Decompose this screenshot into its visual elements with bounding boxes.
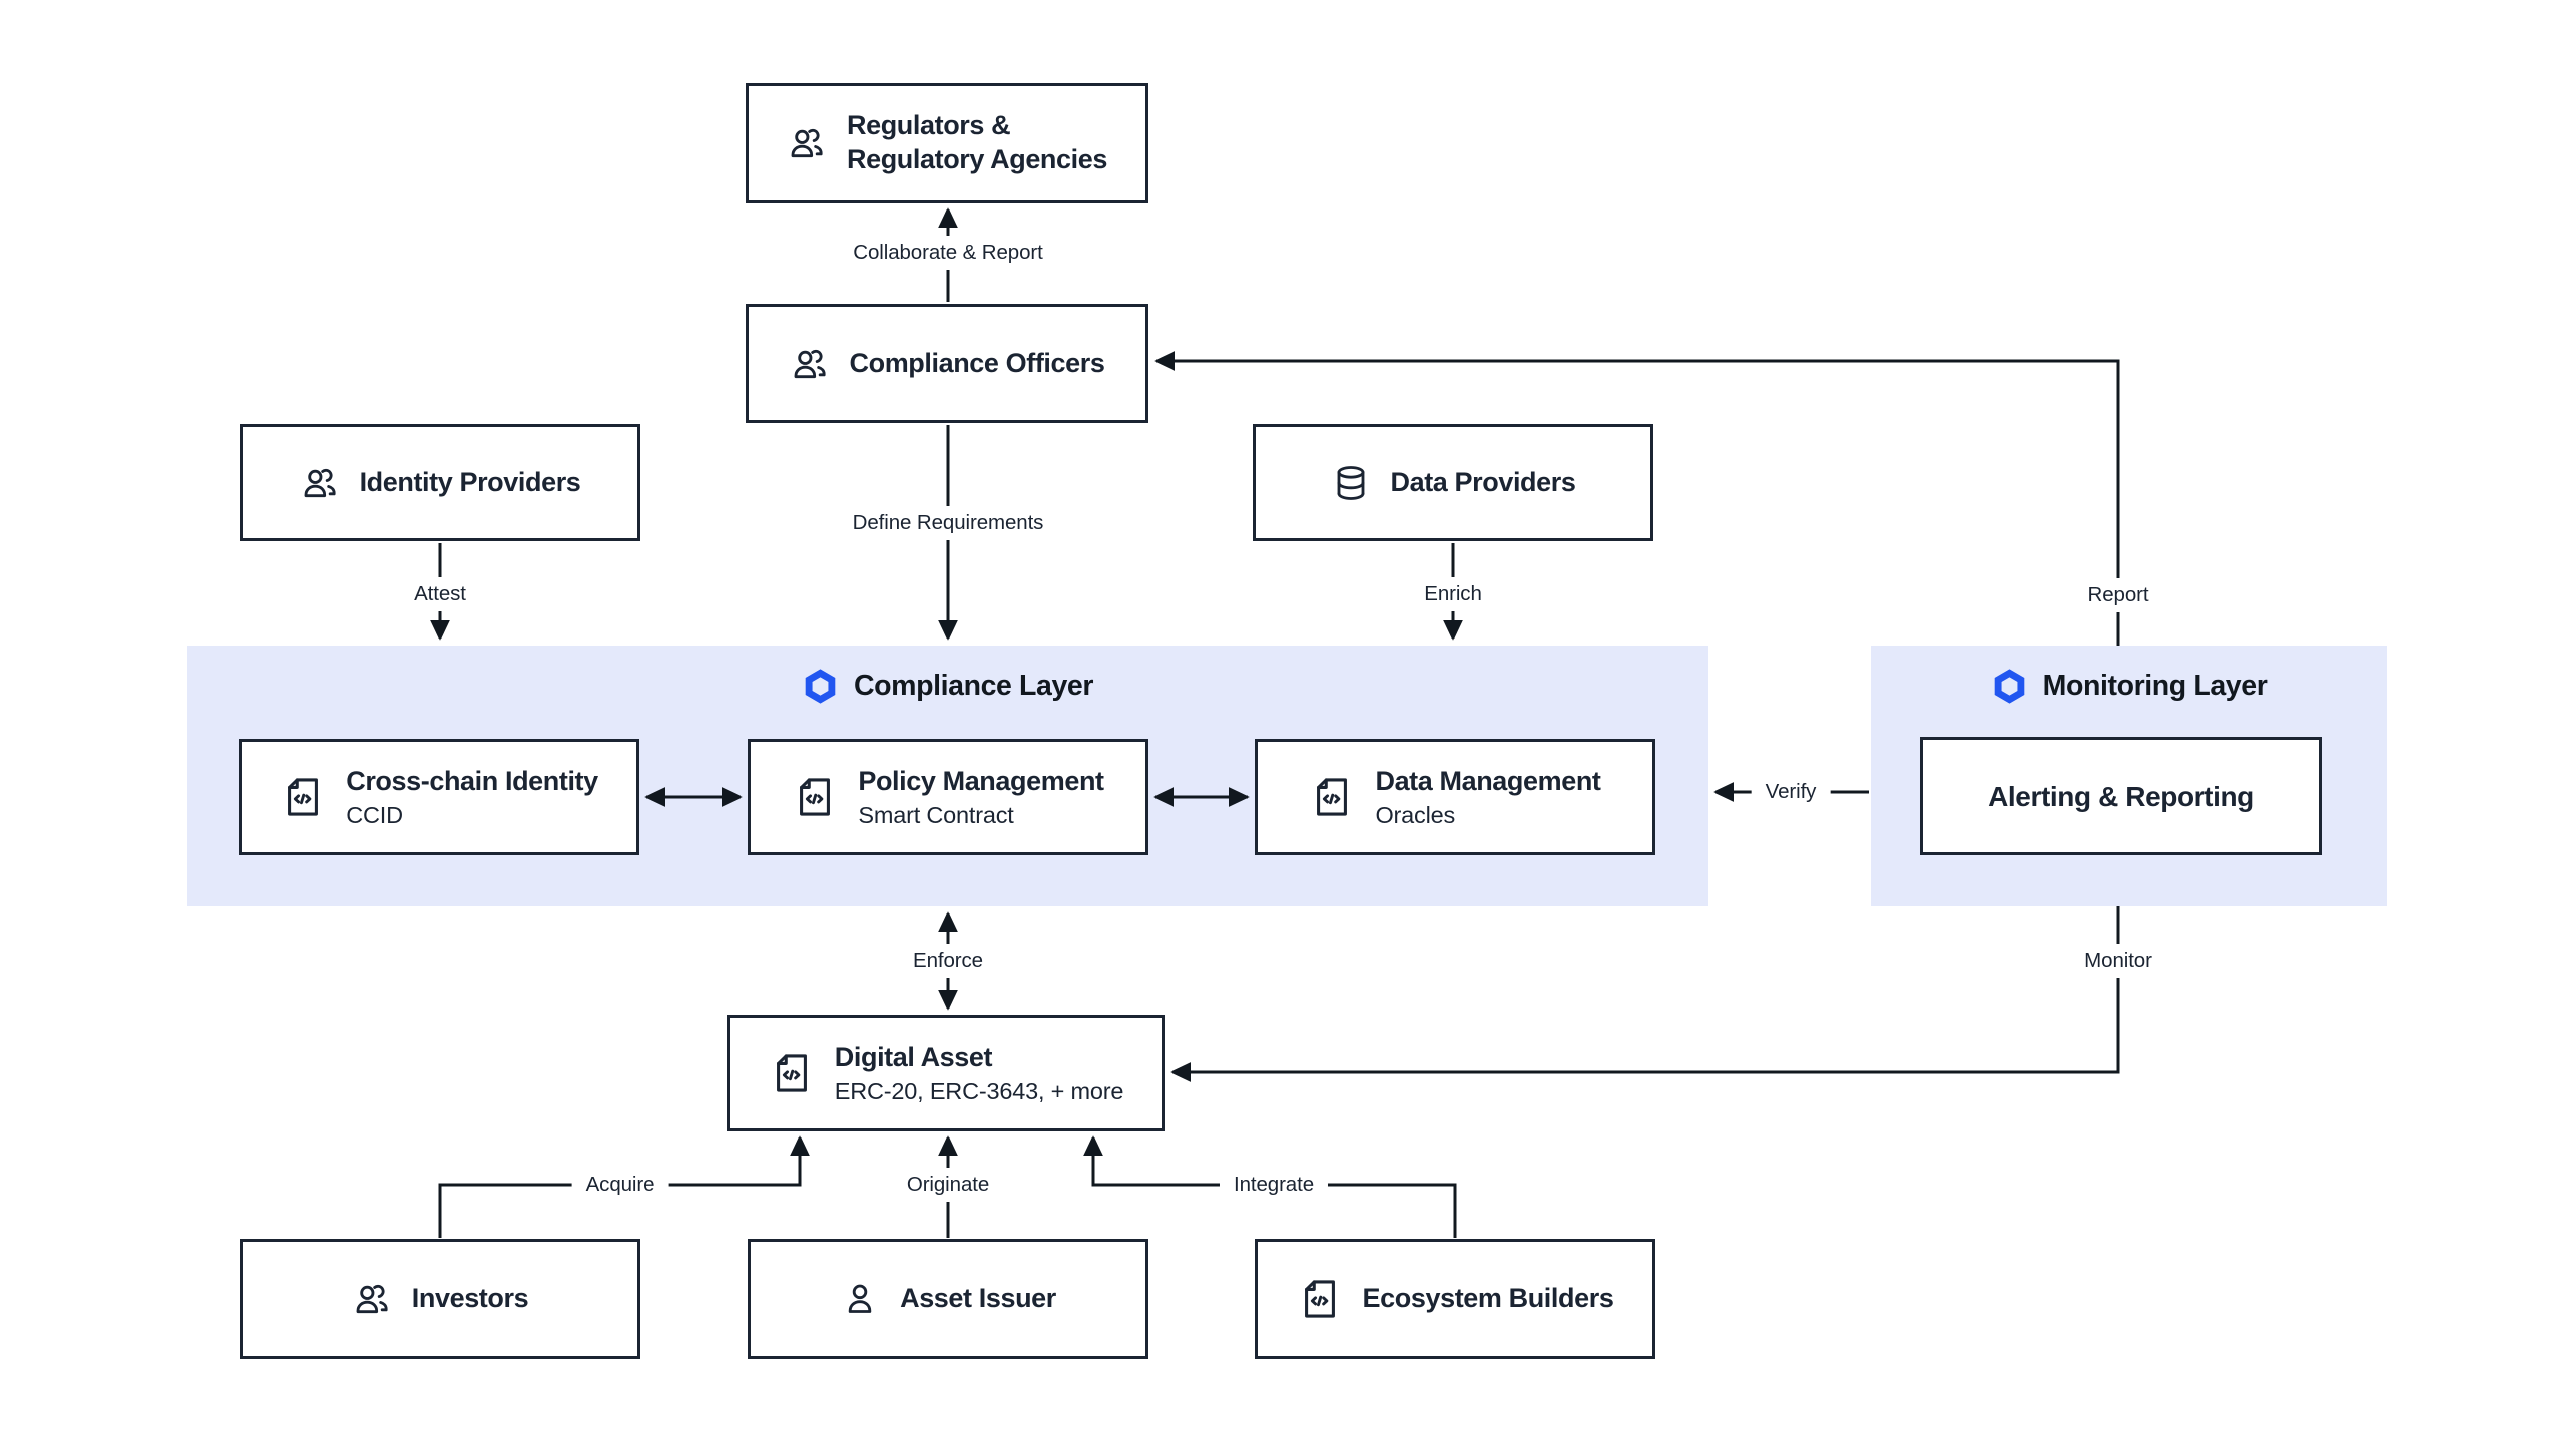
monitoring-layer-header: Monitoring Layer [1871,668,2387,705]
chainlink-hexagon-icon [1991,668,2028,705]
edge-label-enrich: Enrich [1410,577,1496,611]
node-title: Data Providers [1390,466,1576,497]
chainlink-hexagon-icon [802,668,839,705]
users-icon [790,344,830,384]
node-title: Digital Asset [834,1042,993,1073]
users-icon [300,463,340,503]
node-title: Asset Issuer [900,1283,1056,1314]
users-icon [787,123,827,163]
node-subtitle: Smart Contract [858,801,1014,828]
users-icon [352,1279,392,1319]
node-data-management: Data Management Oracles [1255,739,1655,855]
node-title: Compliance Officers [849,347,1105,378]
monitoring-layer-title: Monitoring Layer [2042,670,2268,702]
node-title: Data Management [1375,766,1601,797]
edge-label-verify: Verify [1751,775,1831,809]
edge-report [1154,351,2120,646]
node-regulators: Regulators & Regulatory Agencies [746,83,1148,203]
node-cross-chain-identity: Cross-chain Identity CCID [239,739,639,855]
edge-label-acquire: Acquire [571,1168,669,1202]
node-title: Policy Management [858,766,1104,797]
node-subtitle: ERC-20, ERC-3643, + more [834,1077,1124,1104]
code-document-icon [280,774,326,820]
edge-label-enforce: Enforce [899,944,997,978]
node-identity-providers: Identity Providers [240,424,640,541]
node-investors: Investors [240,1239,640,1359]
edge-label-originate: Originate [892,1168,1004,1202]
node-compliance-officers: Compliance Officers [746,304,1148,423]
edge-label-monitor: Monitor [2070,944,2166,978]
code-document-icon [1297,1276,1343,1322]
node-title: Investors [411,1283,529,1314]
user-icon [840,1279,880,1319]
code-document-icon [792,774,838,820]
node-subtitle: CCID [346,801,403,828]
node-title: Ecosystem Builders [1362,1283,1614,1314]
node-title: Regulators & [847,110,1011,141]
node-title: Cross-chain Identity [346,766,598,797]
node-digital-asset: Digital Asset ERC-20, ERC-3643, + more [727,1015,1165,1131]
node-alerting-reporting: Alerting & Reporting [1920,737,2322,855]
node-policy-management: Policy Management Smart Contract [748,739,1148,855]
edge-label-attest: Attest [400,577,480,611]
database-icon [1331,463,1371,503]
code-document-icon [1309,774,1355,820]
compliance-layer-title: Compliance Layer [853,670,1094,702]
node-data-providers: Data Providers [1253,424,1653,541]
node-title: Identity Providers [359,466,581,497]
node-asset-issuer: Asset Issuer [748,1239,1148,1359]
node-title: Alerting & Reporting [1988,780,2254,812]
node-title: Regulatory Agencies [847,144,1107,174]
node-subtitle: Oracles [1375,801,1456,828]
code-document-icon [769,1050,815,1096]
edge-label-report: Report [2073,578,2163,612]
edge-label-integrate: Integrate [1219,1168,1329,1202]
edge-label-define-requirements: Define Requirements [838,506,1058,540]
edge-monitor [1170,906,2120,1082]
node-ecosystem-builders: Ecosystem Builders [1255,1239,1655,1359]
edge-label-collaborate-report: Collaborate & Report [839,236,1057,270]
compliance-layer-header: Compliance Layer [187,668,1708,705]
